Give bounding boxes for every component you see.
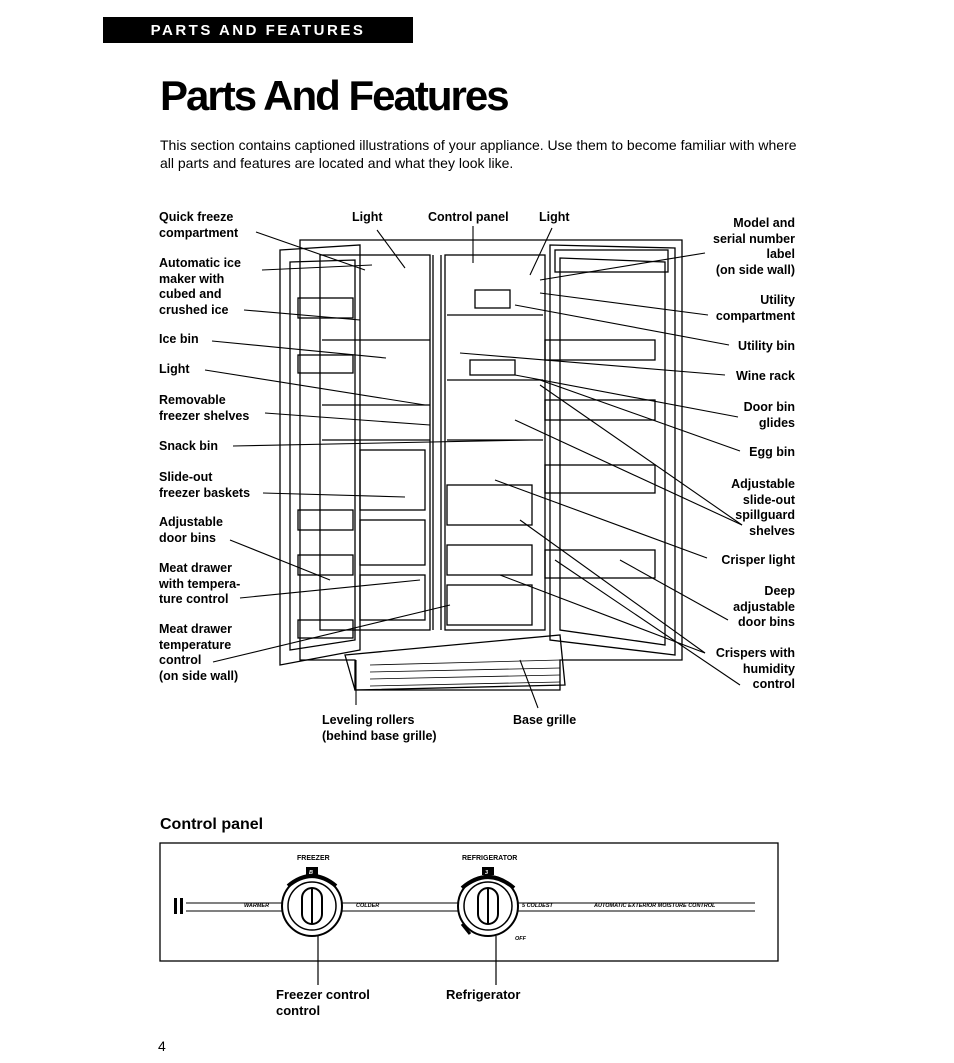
page-number: 4 — [158, 1038, 166, 1054]
refrigerator-dial-label: REFRIGERATOR — [462, 855, 517, 862]
label-adjustable-door-bins: Adjustable door bins — [159, 515, 223, 545]
label-light-top-right: Light — [539, 210, 570, 224]
label-control-panel-top: Control panel — [428, 210, 509, 224]
label-light-left: Light — [159, 362, 190, 376]
label-leveling-rollers: Leveling rollers (behind base grille) — [322, 713, 437, 743]
coldest-label: 5 COLDEST — [522, 903, 554, 909]
moisture-control-label: AUTOMATIC EXTERIOR MOISTURE CONTROL — [593, 903, 716, 909]
colder-label: COLDER — [356, 903, 379, 909]
label-light-top-left: Light — [352, 210, 383, 224]
page-title: Parts And Features — [160, 72, 510, 119]
label-wine-rack: Wine rack — [736, 369, 795, 383]
label-automatic-ice-maker: Automatic ice maker with cubed and crush… — [159, 256, 241, 317]
label-refrigerator-control: Refrigerator — [446, 987, 521, 1002]
label-removable-freezer-shelves: Removable freezer shelves — [159, 393, 250, 423]
freezer-dial — [281, 867, 343, 937]
off-label: OFF — [515, 936, 527, 942]
intro-paragraph: This section contains captioned illustra… — [160, 137, 797, 171]
freezer-setting: B — [309, 870, 313, 876]
label-ice-bin: Ice bin — [159, 332, 199, 346]
freezer-dial-label: FREEZER — [297, 855, 330, 862]
label-crisper-light: Crisper light — [721, 553, 795, 567]
label-door-bin-glides: Door bin glides — [743, 400, 795, 430]
label-model-serial-number: Model and serial number label (on side w… — [713, 216, 795, 277]
label-meat-drawer-temperature-control: Meat drawer temperature control (on side… — [159, 622, 239, 683]
control-panel-heading: Control panel — [160, 816, 264, 833]
label-utility-bin: Utility bin — [738, 339, 795, 353]
label-base-grille: Base grille — [513, 713, 577, 727]
label-crispers-humidity-control: Crispers with humidity control — [715, 646, 795, 691]
label-slide-out-freezer-baskets: Slide-out freezer baskets — [159, 470, 251, 500]
warmer-label: WARMER — [244, 903, 269, 909]
refrigerator-dial — [457, 867, 519, 937]
label-freezer-control: Freezer control control — [276, 987, 370, 1018]
label-spillguard-shelves: Adjustable slide-out spillguard shelves — [731, 477, 795, 538]
refrigerator-setting: 3 — [485, 870, 488, 876]
label-deep-adjustable-door-bins: Deep adjustable door bins — [733, 584, 795, 629]
section-banner: PARTS AND FEATURES — [103, 17, 413, 43]
label-utility-compartment: Utility compartment — [715, 293, 795, 323]
label-egg-bin: Egg bin — [749, 445, 795, 459]
label-snack-bin: Snack bin — [159, 439, 219, 453]
label-meat-drawer: Meat drawer with tempera- ture control — [159, 561, 241, 606]
label-quick-freeze-compartment: Quick freeze compartment — [159, 210, 239, 240]
